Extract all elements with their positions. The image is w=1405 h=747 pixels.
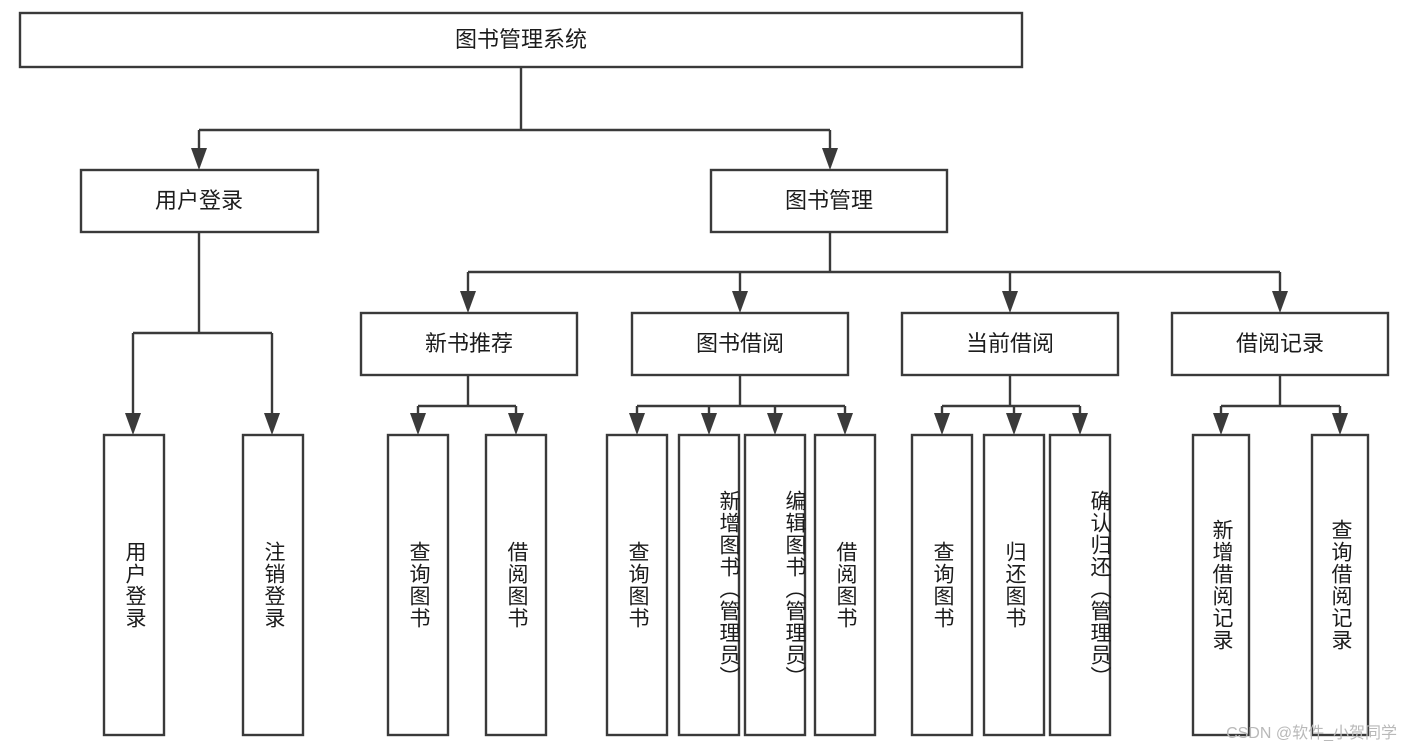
arrow-to-book-borrow — [732, 291, 748, 313]
node-book-manage-label: 图书管理 — [785, 188, 873, 213]
arrow-to-book-manage — [822, 148, 838, 170]
node-book-borrow-label: 图书借阅 — [696, 331, 784, 356]
leaf-borrow-book-1-box[interactable] — [484, 433, 548, 737]
leaf-query-book-3-box[interactable] — [910, 433, 974, 737]
node-layer: 图书管理系统 用户登录 图书管理 新书推荐 图书借阅 当前借阅 借阅记录 — [18, 11, 1390, 737]
arrow-to-current-borrow — [1002, 291, 1018, 313]
arrow-to-leaf-logout — [264, 413, 280, 435]
arrow-to-leaf-query-book-2 — [629, 413, 645, 435]
leaf-add-book-box[interactable] — [677, 433, 741, 737]
leaf-query-record-box[interactable] — [1310, 433, 1370, 737]
arrow-to-leaf-query-book-1 — [410, 413, 426, 435]
leaf-edit-book-box[interactable] — [743, 433, 807, 737]
leaf-query-book-2-box[interactable] — [605, 433, 669, 737]
node-new-book-rec-box[interactable] — [359, 311, 579, 377]
node-new-book-rec-label: 新书推荐 — [425, 331, 513, 356]
edge-root-to-level2 — [197, 67, 832, 156]
edge-userlogin-to-leaves — [131, 232, 274, 421]
edge-bookmanage-to-level3 — [466, 232, 1282, 299]
edge-bookborrow-to-leaves — [635, 375, 847, 421]
leaf-confirm-return-box[interactable] — [1048, 433, 1112, 737]
node-borrow-record-box[interactable] — [1170, 311, 1390, 377]
connector-layer — [125, 67, 1348, 435]
leaf-box-layer — [102, 433, 1370, 737]
leaf-user-login-box[interactable] — [102, 433, 166, 737]
leaf-add-record-box[interactable] — [1191, 433, 1251, 737]
arrow-to-leaf-return-book — [1006, 413, 1022, 435]
leaf-borrow-book-2-box[interactable] — [813, 433, 877, 737]
arrow-to-leaf-edit-book — [767, 413, 783, 435]
node-root-box[interactable] — [18, 11, 1024, 69]
node-current-borrow-label: 当前借阅 — [966, 331, 1054, 356]
node-user-login-box[interactable] — [79, 168, 320, 234]
leaf-query-book-1-box[interactable] — [386, 433, 450, 737]
arrow-to-user-login — [191, 148, 207, 170]
arrow-to-leaf-user-login — [125, 413, 141, 435]
arrow-to-new-book-rec — [460, 291, 476, 313]
node-book-manage-box[interactable] — [709, 168, 949, 234]
arrow-to-leaf-query-book-3 — [934, 413, 950, 435]
arrow-to-borrow-record — [1272, 291, 1288, 313]
node-book-borrow-box[interactable] — [630, 311, 850, 377]
edge-newbook-to-leaves — [416, 375, 518, 421]
leaf-logout-box[interactable] — [241, 433, 305, 737]
node-current-borrow-box[interactable] — [900, 311, 1120, 377]
leaf-return-book-box[interactable] — [982, 433, 1046, 737]
arrow-to-leaf-add-record — [1213, 413, 1229, 435]
node-root-label: 图书管理系统 — [455, 27, 587, 52]
arrow-to-leaf-query-record — [1332, 413, 1348, 435]
watermark-text: CSDN @软件_小贺同学 — [1226, 725, 1397, 742]
arrow-to-leaf-add-book — [701, 413, 717, 435]
arrow-to-leaf-borrow-book-2 — [837, 413, 853, 435]
arrow-to-leaf-confirm-return — [1072, 413, 1088, 435]
arrow-to-leaf-borrow-book-1 — [508, 413, 524, 435]
edge-borrowrecord-to-leaves — [1219, 375, 1342, 421]
node-borrow-record-label: 借阅记录 — [1236, 331, 1324, 356]
node-user-login-label: 用户登录 — [155, 188, 243, 213]
